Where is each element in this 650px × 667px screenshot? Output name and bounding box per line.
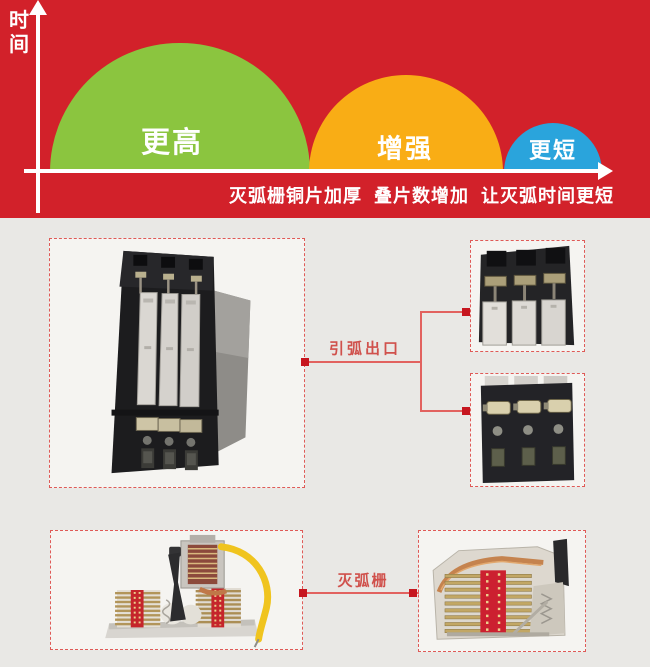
callout-node: [462, 407, 470, 415]
breaker-mechanism-photo: [105, 534, 272, 648]
callout-line: [420, 311, 422, 412]
panel-breaker-top-closeup: [470, 240, 585, 352]
breaker-top-closeup-photo: [478, 245, 575, 346]
callout-arc-outlet-label: 引弧出口: [328, 340, 402, 358]
callout-node: [409, 589, 417, 597]
callout-line: [420, 410, 466, 412]
callout-line: [420, 311, 466, 313]
y-axis: [36, 13, 40, 213]
callout-node: [462, 308, 470, 316]
promo-chart-banner: 更高 增强 更短 时间 灭弧栅铜片加厚 叠片数增加 让灭弧时间更短: [0, 0, 650, 218]
x-axis-arrow-icon: [598, 162, 613, 180]
callout-arc-grid-label: 灭弧栅: [337, 572, 389, 590]
panel-breaker-photo: [49, 238, 305, 488]
bubble-enhanced-label: 增强: [376, 133, 434, 164]
arc-chute-closeup-photo: [432, 538, 569, 640]
y-axis-arrow-icon: [29, 0, 47, 15]
y-axis-label: 时间: [9, 10, 29, 56]
panel-breaker-bottom-closeup: [470, 373, 585, 487]
breaker-bottom-closeup-photo: [480, 375, 575, 484]
panel-arc-chute-closeup: [418, 530, 586, 652]
breaker-angled-photo: [111, 250, 251, 474]
hero-caption: 灭弧栅铜片加厚 叠片数增加 让灭弧时间更短: [229, 186, 615, 206]
panel-mechanism-photo: [50, 530, 303, 650]
x-axis: [24, 169, 602, 173]
callout-line: [305, 361, 422, 363]
callout-line: [303, 592, 419, 594]
bubble-higher-label: 更高: [140, 127, 204, 159]
callout-node: [301, 358, 309, 366]
callout-node: [299, 589, 307, 597]
bubble-shorter-label: 更短: [528, 138, 578, 163]
